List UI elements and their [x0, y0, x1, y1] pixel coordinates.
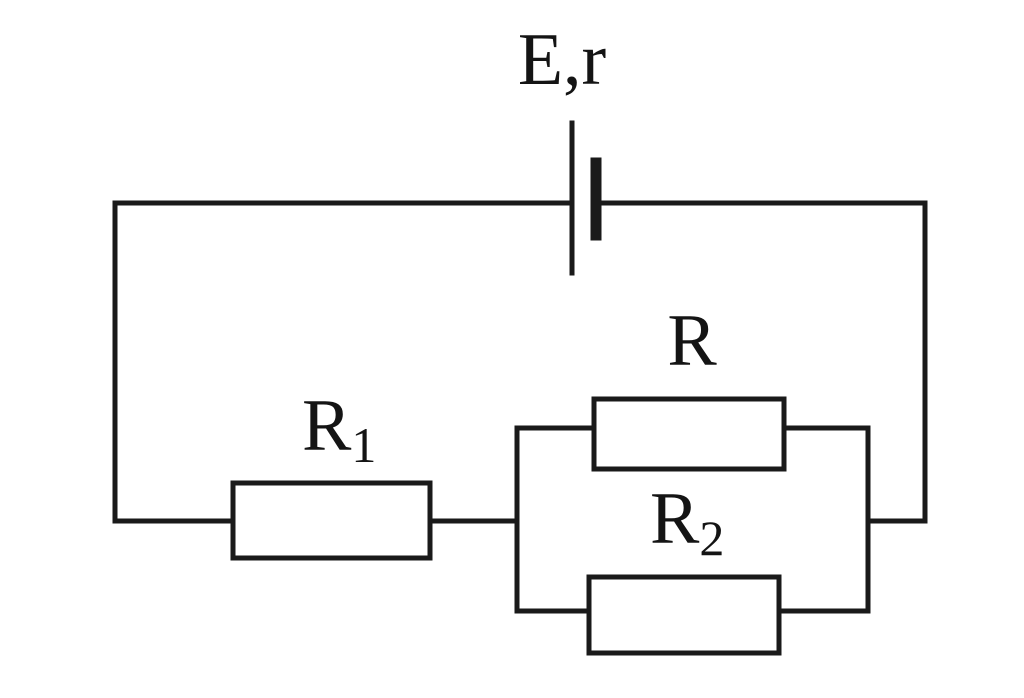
battery-label: E,r — [518, 19, 606, 101]
resistor-r — [591, 396, 787, 472]
resistor-r2-label: R2 — [650, 478, 724, 566]
wire-left-branch — [112, 200, 575, 524]
resistor-r2 — [586, 574, 782, 656]
circuit-wires — [112, 200, 928, 614]
resistor-r-label: R — [667, 300, 717, 382]
resistor-r1-label: R1 — [302, 385, 376, 473]
battery-symbol — [569, 120, 602, 276]
wire-right-branch — [593, 200, 928, 524]
resistor-r1 — [230, 480, 433, 561]
